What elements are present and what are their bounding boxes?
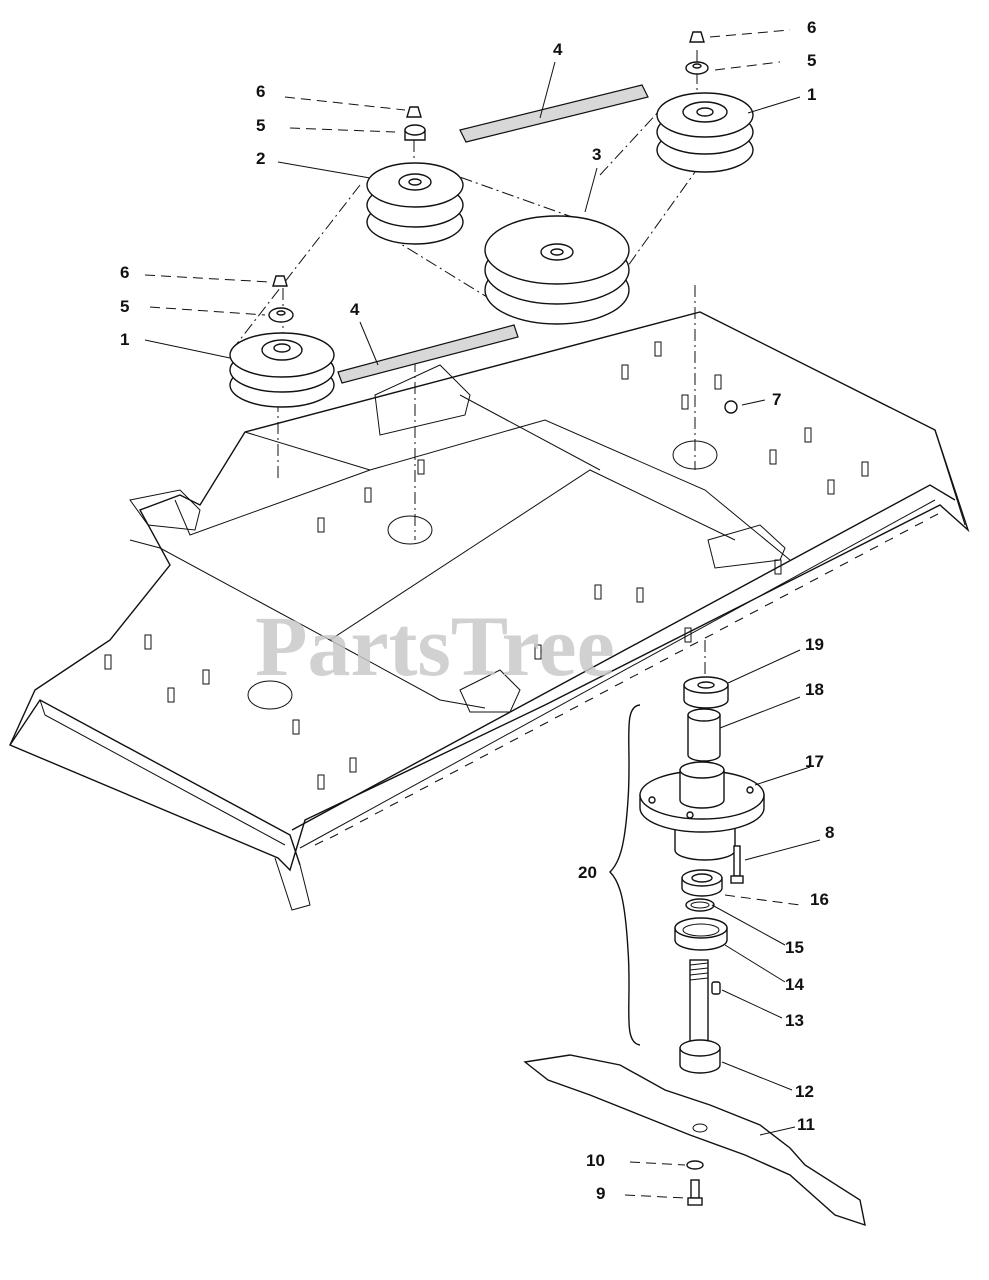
spacer-19 [683,676,729,709]
callout-8: 8 [825,823,834,842]
pulley-1-upper-right [656,92,754,173]
callout-12: 12 [795,1082,814,1101]
belt-upper [459,84,649,143]
cup-14 [674,917,728,951]
pulley-3 [484,215,630,325]
callout-2: 2 [256,149,265,168]
nut-6-upper-right [689,31,705,43]
callout-11: 11 [797,1115,815,1134]
callout-15: 15 [785,938,804,957]
callout-6: 6 [807,18,816,37]
callout-6: 6 [256,82,265,101]
washer-5-middle [404,124,426,141]
callout-19: 19 [805,635,824,654]
ring-15 [685,898,715,912]
callout-5: 5 [807,51,816,70]
blade-11 [523,1054,866,1227]
washer-10 [686,1160,704,1170]
skirt-slots [314,513,939,846]
nut-6-lower-left [272,275,288,287]
pulley-1-lower-left [229,332,335,408]
washer-5-upper-right [685,61,709,75]
mower-deck [9,311,970,911]
brace-20 [609,704,641,1046]
nut-6-middle [406,106,422,118]
callout-5: 5 [256,116,265,135]
pulley-2 [366,162,464,245]
callout-17: 17 [805,752,824,771]
belt-lower [337,324,519,384]
callout-10: 10 [586,1151,605,1170]
washer-5-lower-left [268,307,294,323]
callout-3: 3 [592,145,601,164]
spindle-housing-17 [639,761,765,861]
belt-path-lines [231,50,706,720]
callout-13: 13 [785,1011,804,1030]
bolt-9 [687,1179,703,1206]
bolt-7 [724,400,738,414]
callout-18: 18 [805,680,824,699]
bolt-8 [730,845,744,884]
callout-16: 16 [810,890,829,909]
callout-4: 4 [553,40,563,59]
callout-1: 1 [120,330,129,349]
sleeve-18 [687,708,721,762]
leader-lines [144,29,821,1199]
shaft-12 [679,959,721,1074]
callout-9: 9 [596,1184,605,1203]
callout-4: 4 [350,300,360,319]
callout-6: 6 [120,263,129,282]
bearing-16 [681,869,723,897]
key-13 [711,981,721,995]
callout-14: 14 [785,975,804,994]
callout-5: 5 [120,297,129,316]
callout-1: 1 [807,85,816,104]
watermark: PartsTree [255,598,615,694]
deck-studs [104,341,869,790]
spindle-assembly [609,676,765,1074]
callout-7: 7 [772,390,781,409]
callout-20: 20 [578,863,597,882]
callout-labels: 6 5 1 4 6 5 2 3 6 5 1 4 7 19 18 17 8 20 … [120,18,834,1203]
